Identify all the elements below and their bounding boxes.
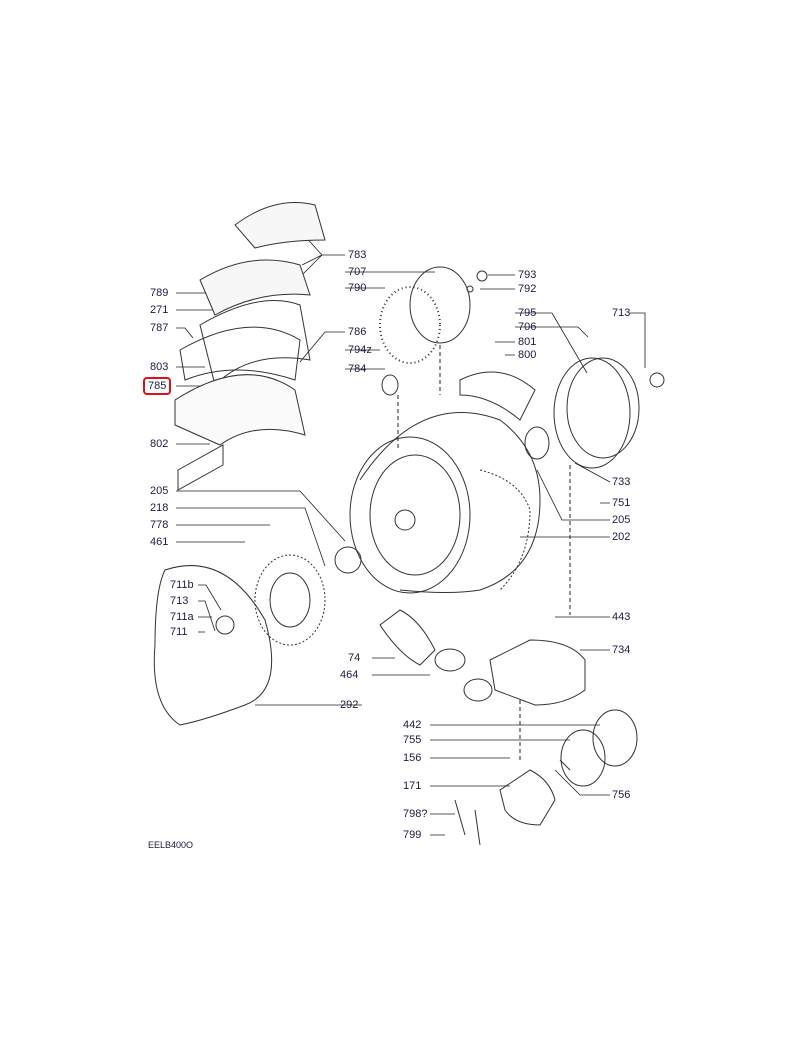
part-label[interactable]: 205 [150, 485, 169, 497]
part-label[interactable]: 783 [348, 249, 367, 261]
part-label[interactable]: 74 [348, 652, 361, 664]
part-label[interactable]: 464 [340, 669, 359, 681]
part-label[interactable]: 803 [150, 361, 169, 373]
part-label[interactable]: 802 [150, 438, 169, 450]
part-label[interactable]: 786 [348, 326, 367, 338]
part-label[interactable]: 792 [518, 283, 537, 295]
dash-axes [397, 345, 571, 760]
part-label[interactable]: 800 [518, 349, 537, 361]
belt-and-heater [153, 546, 362, 726]
part-label[interactable]: 461 [150, 536, 169, 548]
part-label[interactable]: 733 [612, 476, 631, 488]
part-label[interactable]: 798? [403, 808, 428, 820]
duct-and-motor [379, 609, 638, 846]
part-label[interactable]: 787 [150, 322, 169, 334]
part-label[interactable]: 156 [403, 752, 422, 764]
front-panels [174, 202, 326, 491]
part-label[interactable]: 734 [612, 644, 631, 656]
part-label[interactable]: 790 [348, 282, 367, 294]
part-label[interactable]: 205 [612, 514, 631, 526]
part-label[interactable]: 218 [150, 502, 169, 514]
part-label[interactable]: 271 [150, 304, 169, 316]
part-label[interactable]: 292 [340, 699, 359, 711]
leader-lines [176, 232, 646, 836]
part-label[interactable]: 707 [348, 266, 367, 278]
part-label[interactable]: 801 [518, 336, 537, 348]
filter-disks [379, 266, 488, 396]
part-label[interactable]: 711a [170, 611, 194, 623]
part-label[interactable]: 443 [612, 611, 631, 623]
part-label[interactable]: 711 [170, 626, 188, 638]
part-label[interactable]: 793 [518, 269, 537, 281]
part-label[interactable]: 706 [518, 321, 537, 333]
part-label[interactable]: 795 [518, 307, 537, 319]
part-label[interactable]: 711b [170, 579, 194, 591]
part-label[interactable]: 171 [403, 780, 422, 792]
part-label[interactable]: 442 [403, 719, 422, 731]
part-label[interactable]: 799 [403, 829, 422, 841]
part-label-selected[interactable]: 785 [143, 377, 172, 395]
part-label[interactable]: 751 [612, 497, 631, 509]
part-label[interactable]: 756 [612, 789, 631, 801]
part-label[interactable]: 784 [348, 363, 367, 375]
drum [349, 357, 665, 594]
part-label[interactable]: 755 [403, 734, 422, 746]
part-label[interactable]: 202 [612, 531, 631, 543]
part-label[interactable]: 713 [612, 307, 631, 319]
part-label[interactable]: 789 [150, 287, 169, 299]
diagram-code: EELB400O [148, 840, 194, 850]
part-label[interactable]: 794z [348, 344, 372, 356]
part-label[interactable]: 778 [150, 519, 169, 531]
part-label[interactable]: 713 [170, 595, 189, 607]
